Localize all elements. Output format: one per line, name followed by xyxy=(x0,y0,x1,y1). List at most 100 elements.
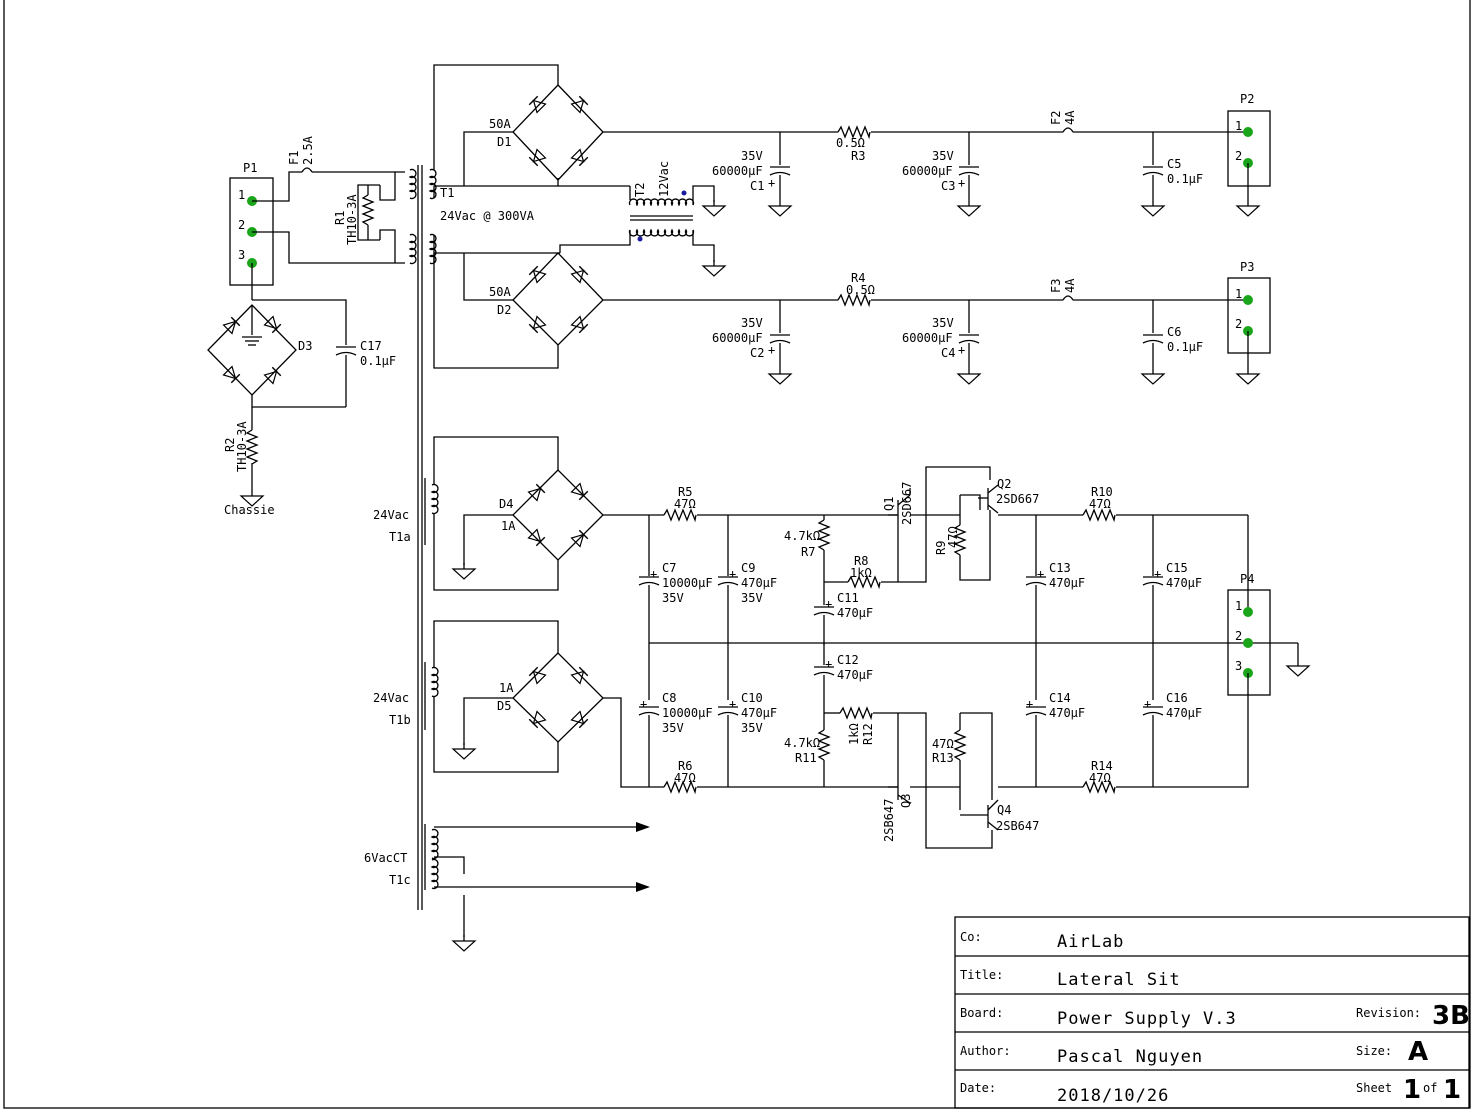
component-label: TH10-3A xyxy=(345,194,359,245)
component-label: C6 xyxy=(1167,325,1181,339)
component-label: T1 xyxy=(440,186,454,200)
component-label: C5 xyxy=(1167,157,1181,171)
component-label: + xyxy=(729,567,736,581)
component-label: C15 xyxy=(1166,561,1188,575)
component-label: 1kΩ xyxy=(850,566,872,580)
component-label: 0.5Ω xyxy=(836,136,865,150)
component-label: 2 xyxy=(1235,317,1242,331)
component-label: C13 xyxy=(1049,561,1071,575)
component-label: Title: xyxy=(960,968,1003,982)
board-name: Power Supply V.3 xyxy=(1057,1009,1237,1029)
component-label: + xyxy=(825,597,832,611)
transistor-q1: Q1 2SD667 xyxy=(882,482,914,582)
component-label: 4A xyxy=(1063,278,1077,293)
component-label: 470µF xyxy=(1049,706,1085,720)
component-label: 1 xyxy=(1235,599,1242,613)
component-label: P4 xyxy=(1240,572,1254,586)
transformer-t2: T2 12Vac xyxy=(628,161,695,242)
component-label: R5 xyxy=(678,485,692,499)
author: Pascal Nguyen xyxy=(1057,1047,1203,1067)
component-label: C10 xyxy=(741,691,763,705)
transistor-q3: 2SB647 Q3 xyxy=(882,713,913,842)
component-label: 2 xyxy=(238,218,245,232)
component-label: 4.7kΩ xyxy=(784,736,820,750)
component-label: 60000µF xyxy=(902,164,953,178)
component-label: + xyxy=(640,697,647,711)
component-label: 470µF xyxy=(741,576,777,590)
component-label: 35V xyxy=(662,721,684,735)
component-label: C11 xyxy=(837,591,859,605)
component-label: P2 xyxy=(1240,92,1254,106)
component-label: 60000µF xyxy=(712,164,763,178)
component-label: Revision: xyxy=(1356,1006,1421,1020)
component-label: D2 xyxy=(497,303,511,317)
f1-value: 2.5A xyxy=(301,135,315,165)
component-label: 47Ω xyxy=(946,526,960,548)
connector-p4: P4 1 2 3 xyxy=(1227,572,1271,696)
component-label: R12 xyxy=(861,723,875,745)
component-label: Board: xyxy=(960,1006,1003,1020)
date: 2018/10/26 xyxy=(1057,1086,1169,1106)
component-label: 2SD667 xyxy=(996,492,1039,506)
component-label: 470µF xyxy=(837,668,873,682)
component-label: + xyxy=(1144,697,1151,711)
component-label: 1A xyxy=(499,681,514,695)
component-label: 0.1µF xyxy=(360,354,396,368)
chassie-label: Chassie xyxy=(224,503,275,517)
component-label: 10000µF xyxy=(662,706,713,720)
component-label: of xyxy=(1423,1081,1437,1095)
component-label: Date: xyxy=(960,1081,996,1095)
component-label: 24Vac @ 300VA xyxy=(440,209,535,223)
component-label: R3 xyxy=(851,149,865,163)
connector-p3: P3 1 2 xyxy=(1227,260,1271,354)
bridge-d5: 1A D5 xyxy=(497,652,604,743)
component-label: R8 xyxy=(854,554,868,568)
component-label: 0.1µF xyxy=(1167,340,1203,354)
transistor-q2: Q2 2SD667 xyxy=(978,477,1039,514)
component-label: + xyxy=(650,567,657,581)
component-label: C3 xyxy=(941,179,955,193)
component-label: R9 xyxy=(934,541,948,555)
sheet-size: A xyxy=(1408,1037,1428,1067)
component-label: 0.5Ω xyxy=(846,283,875,297)
component-label: C1 xyxy=(750,179,764,193)
component-label: Co: xyxy=(960,930,982,944)
component-label: R10 xyxy=(1091,485,1113,499)
component-label: 10000µF xyxy=(662,576,713,590)
component-label: Q1 xyxy=(882,497,896,511)
revision: 3B xyxy=(1432,1001,1470,1031)
component-label: R13 xyxy=(932,751,954,765)
component-label: + xyxy=(768,176,775,190)
component-label: + xyxy=(958,176,965,190)
component-label: 47Ω xyxy=(674,497,696,511)
component-label: + xyxy=(1026,697,1033,711)
bridge-d1: 50A D1 xyxy=(489,84,604,181)
component-label: 3 xyxy=(1235,659,1242,673)
component-label: C14 xyxy=(1049,691,1071,705)
component-label: 35V xyxy=(741,721,763,735)
component-label: 47Ω xyxy=(1089,497,1111,511)
component-label: + xyxy=(958,343,965,357)
component-label: F2 xyxy=(1049,111,1063,125)
component-label: 2SD667 xyxy=(900,482,914,525)
component-label: 470µF xyxy=(837,606,873,620)
component-label: R14 xyxy=(1091,759,1113,773)
component-label: 4.7kΩ xyxy=(784,529,820,543)
component-label: 47Ω xyxy=(932,737,954,751)
component-label: T1a xyxy=(389,530,411,544)
component-label: R4 xyxy=(851,271,865,285)
component-label: 1A xyxy=(501,519,516,533)
bridge-d4: D4 1A xyxy=(499,469,604,561)
component-label: 35V xyxy=(741,591,763,605)
component-label: 35V xyxy=(741,149,763,163)
component-label: 50A xyxy=(489,117,511,131)
component-label: + xyxy=(1154,567,1161,581)
component-label: 470µF xyxy=(1166,576,1202,590)
component-label: D1 xyxy=(497,135,511,149)
component-label: 3 xyxy=(238,248,245,262)
component-label: C12 xyxy=(837,653,859,667)
component-label: C17 xyxy=(360,339,382,353)
component-label: D3 xyxy=(298,339,312,353)
component-label: 1kΩ xyxy=(847,723,861,745)
